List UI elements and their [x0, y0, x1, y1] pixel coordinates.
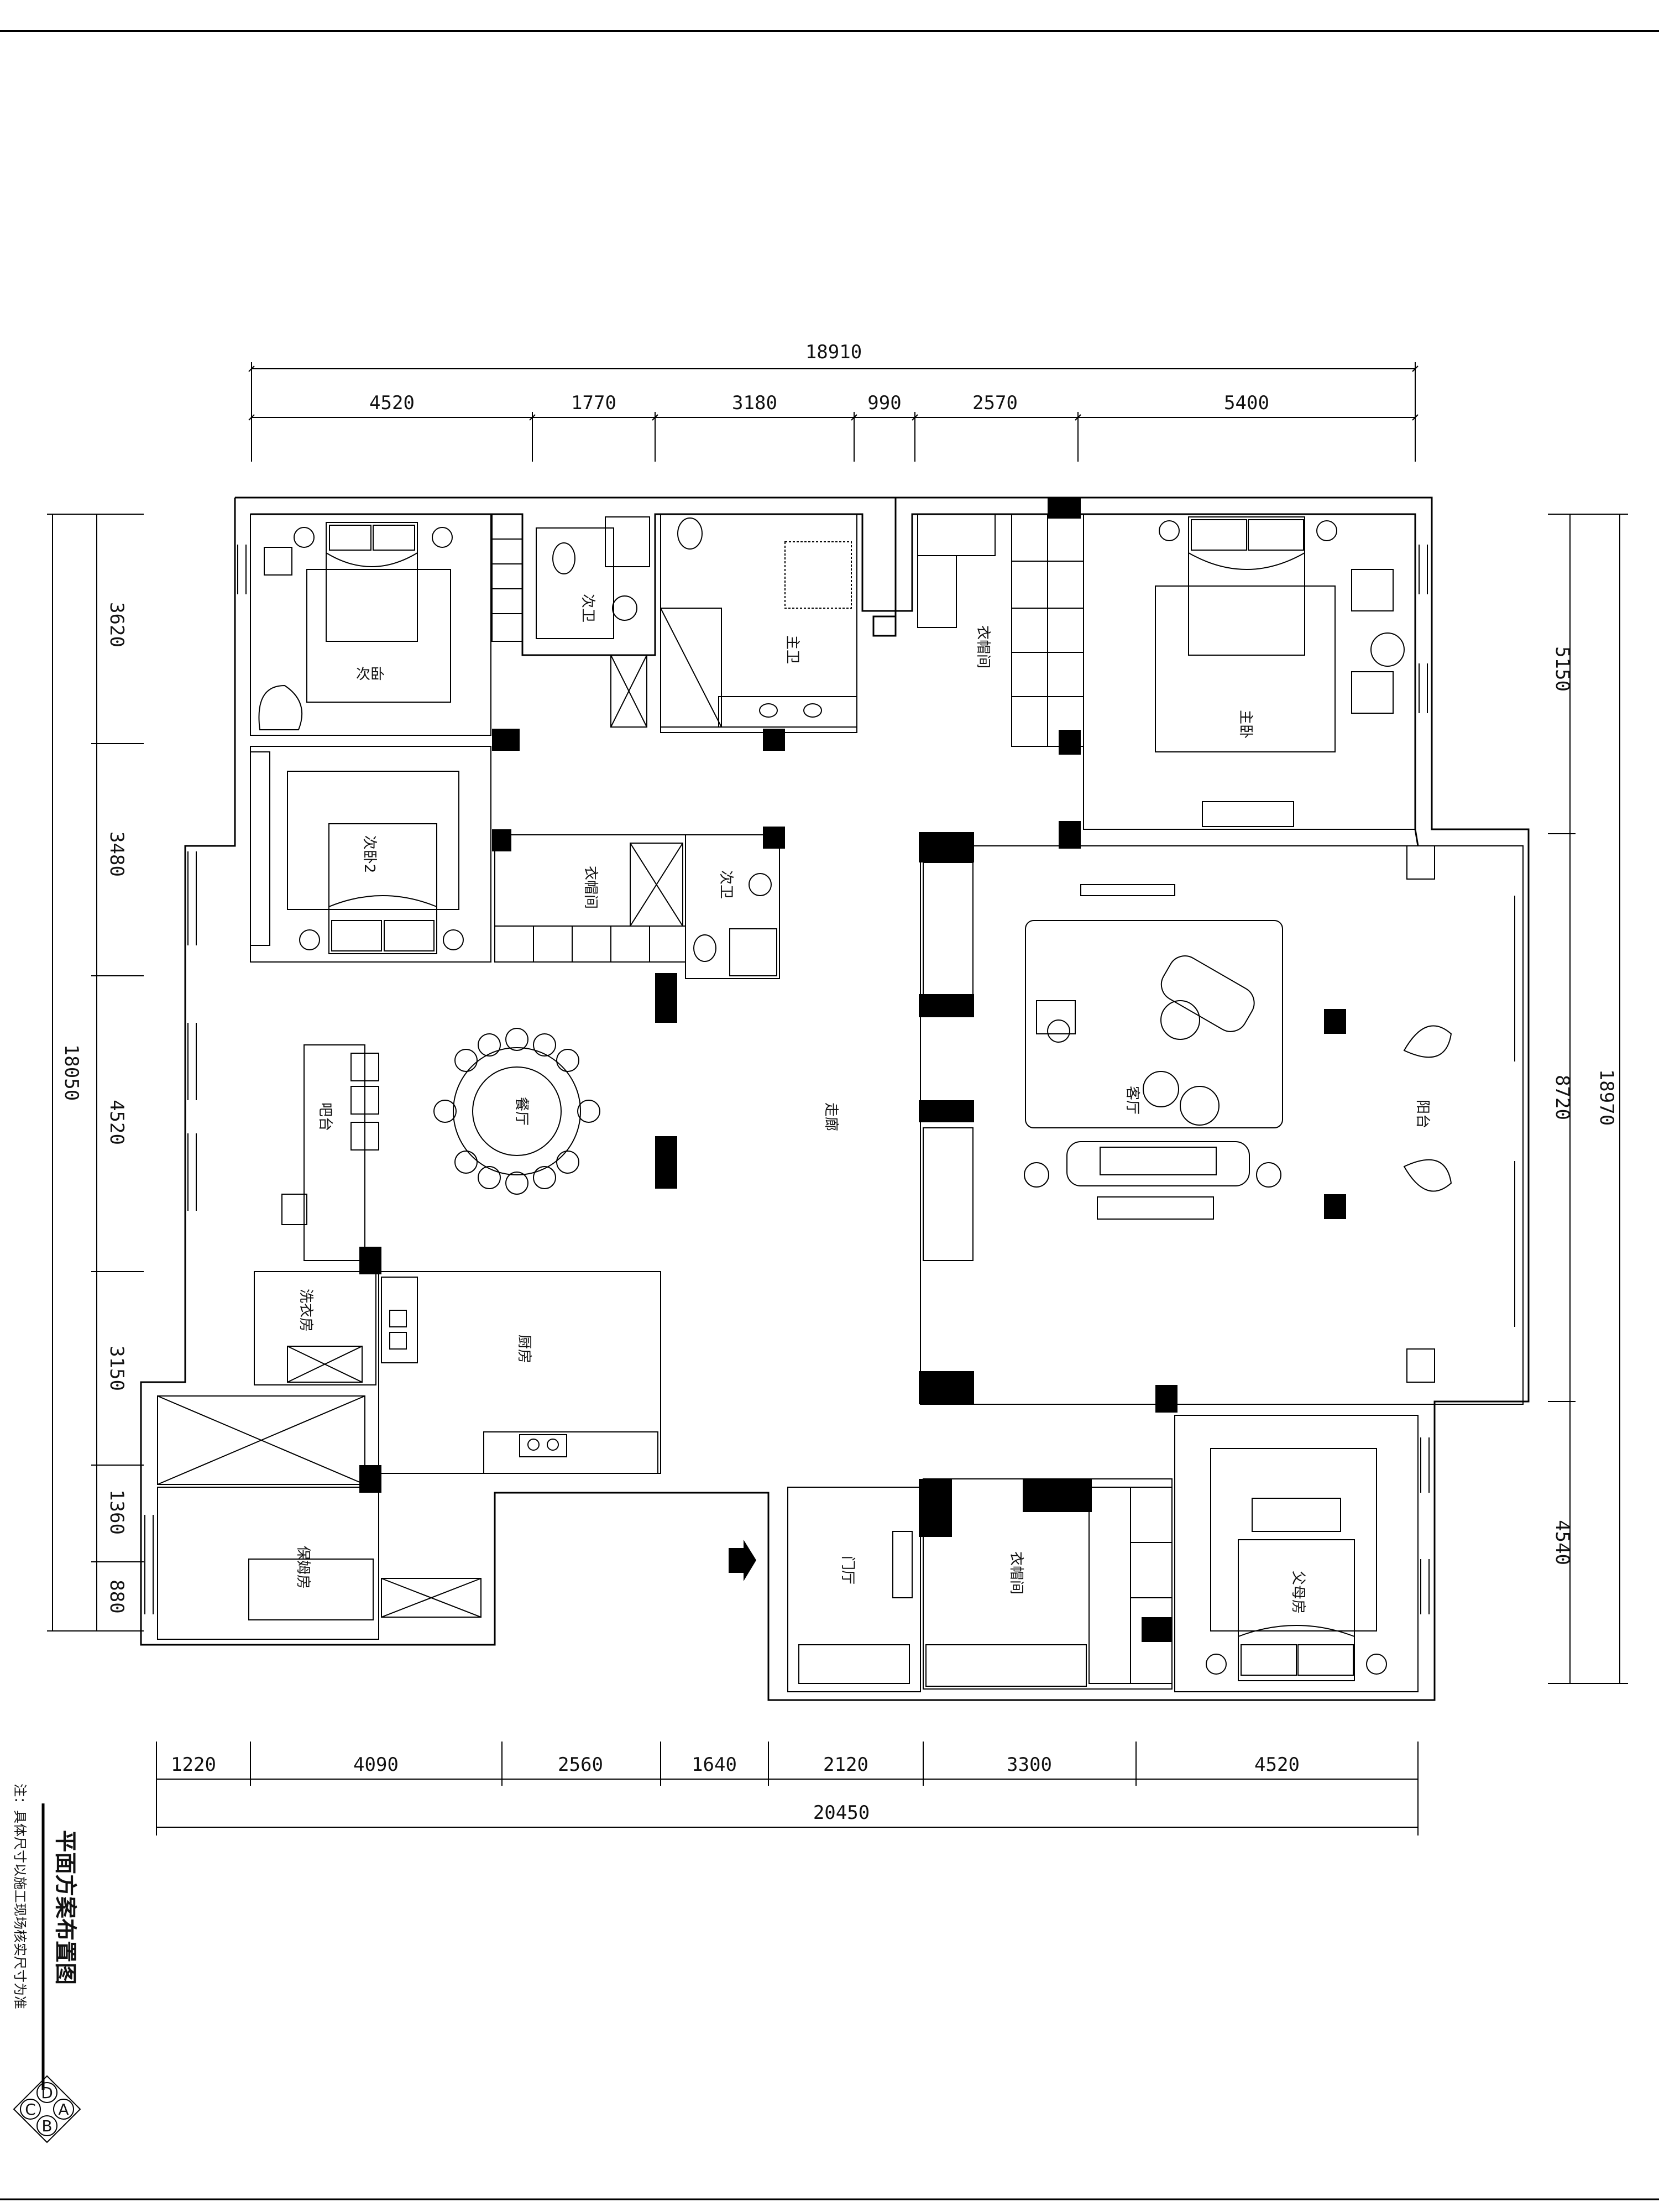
bedroom-1: [250, 514, 491, 736]
foyer: [787, 1487, 921, 1692]
bottom-dim-3: 2560: [558, 1754, 603, 1776]
bath-2: [685, 834, 780, 979]
structural-columns: [359, 498, 1346, 1642]
left-dimensions: [47, 514, 144, 1631]
room-label-master-bath: 主卫: [784, 635, 800, 664]
laundry-room: [254, 1271, 376, 1385]
room-label-nanny: 保姆房: [295, 1546, 311, 1589]
storage-x: [157, 1395, 365, 1485]
drawing-note: 注：具体尺寸以施工现场核实尺寸为准: [12, 1784, 28, 2009]
master-bedroom: [1083, 514, 1416, 830]
drawing-title: 平面方案布置图: [53, 1830, 78, 1985]
left-dim-3: 4520: [106, 1100, 128, 1145]
right-total-dim: 18970: [1595, 1069, 1618, 1126]
left-dim-2: 3480: [106, 832, 128, 877]
bedroom-2: [250, 746, 491, 963]
bottom-total-dim: 20450: [813, 1802, 870, 1824]
top-dim-1: 4520: [369, 392, 415, 414]
bottom-dim-5: 2120: [823, 1754, 868, 1776]
master-bath: [660, 514, 857, 733]
bottom-dim-4: 1640: [692, 1754, 737, 1776]
top-dim-6: 5400: [1224, 392, 1269, 414]
wardrobe-strip-1: [491, 514, 523, 642]
left-dim-5: 1360: [106, 1489, 128, 1535]
room-label-corridor: 走廊: [823, 1102, 839, 1131]
bottom-dim-1: 1220: [171, 1754, 216, 1776]
right-dimensions: [1548, 514, 1628, 1684]
compass-symbol: [13, 2075, 81, 2143]
compass-d: D: [41, 2084, 53, 2102]
room-label-master-bedroom: 主卧: [1237, 710, 1254, 739]
closet-1: [917, 514, 1084, 747]
bottom-dim-2: 4090: [353, 1754, 399, 1776]
windows: [144, 545, 1524, 1614]
room-label-bedroom-1: 次卧: [356, 666, 385, 683]
room-label-foyer: 门厅: [839, 1556, 856, 1585]
bath-1: [536, 516, 650, 728]
room-label-kitchen: 厨房: [516, 1335, 532, 1363]
room-label-bath-2: 次卫: [718, 870, 734, 899]
compass-b: B: [41, 2117, 52, 2135]
kitchen-area: [378, 1271, 661, 1474]
left-dim-6: 880: [106, 1580, 128, 1613]
room-label-closet-2: 衣帽间: [582, 866, 599, 909]
compass-a: A: [58, 2100, 69, 2119]
left-dim-4: 3150: [106, 1346, 128, 1391]
room-label-laundry: 洗衣房: [297, 1289, 314, 1332]
living-room: [920, 845, 1524, 1405]
right-dim-3: 4540: [1551, 1520, 1573, 1565]
room-label-dining: 餐厅: [513, 1097, 530, 1126]
room-label-closet-3: 衣帽间: [1008, 1551, 1024, 1594]
dining-area: [281, 1028, 600, 1261]
right-dim-1: 5150: [1551, 646, 1573, 692]
room-label-closet-1: 衣帽间: [975, 625, 991, 668]
parents-room: [1174, 1415, 1419, 1692]
room-label-living: 客厅: [1124, 1086, 1140, 1115]
top-dim-3: 3180: [732, 392, 777, 414]
entry-arrow: [729, 1540, 756, 1581]
top-dim-4: 990: [867, 392, 901, 414]
top-dimensions: [248, 362, 1419, 462]
top-dim-2: 1770: [571, 392, 616, 414]
bottom-dim-6: 3300: [1007, 1754, 1052, 1776]
exterior-walls: [140, 496, 1530, 1701]
room-label-bath-1: 次卫: [579, 594, 596, 623]
bottom-dimensions: [156, 1742, 1419, 1836]
compass-c: C: [25, 2100, 36, 2119]
top-total-dim: 18910: [805, 341, 862, 363]
top-dim-5: 2570: [972, 392, 1018, 414]
room-label-bedroom-2: 次卧2: [361, 835, 378, 874]
right-dim-2: 8720: [1551, 1075, 1573, 1120]
bottom-dim-7: 4520: [1254, 1754, 1300, 1776]
nanny-room: [157, 1487, 482, 1640]
room-label-bar: 吧台: [317, 1102, 333, 1131]
closet-3: [923, 1478, 1173, 1690]
room-label-balcony: 阳台: [1414, 1100, 1431, 1128]
room-label-parents: 父母房: [1290, 1571, 1306, 1614]
left-total-dim: 18050: [60, 1044, 82, 1101]
left-dim-1: 3620: [106, 602, 128, 647]
